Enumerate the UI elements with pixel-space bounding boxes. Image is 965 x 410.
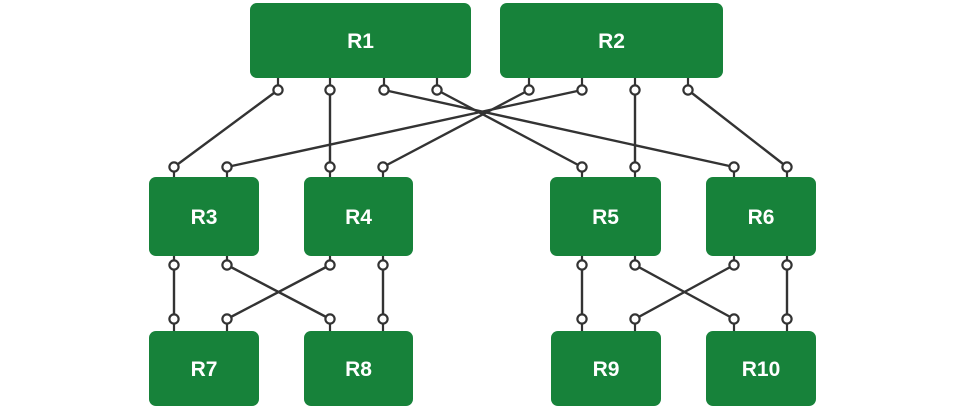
port-circle-r5-13	[629, 161, 641, 173]
node-r7	[149, 331, 259, 406]
node-r8	[304, 331, 413, 406]
port-circle-r6-14	[728, 161, 740, 173]
node-label-r1: R1	[347, 30, 374, 53]
port-circle-r5-20	[576, 259, 588, 271]
port-circle-r6-15	[781, 161, 793, 173]
link-r1-r6	[383, 88, 735, 169]
port-circle-r5-12	[576, 161, 588, 173]
port-circle-r7-25	[221, 313, 233, 325]
node-r1	[250, 3, 471, 78]
port-circle-r1-1	[324, 84, 336, 96]
node-label-r2: R2	[598, 30, 625, 53]
port-circle-r4-11	[377, 161, 389, 173]
port-circle-r2-6	[629, 84, 641, 96]
port-circle-r7-24	[168, 313, 180, 325]
node-r4	[304, 177, 413, 256]
port-circle-r3-8	[168, 161, 180, 173]
port-circle-r10-30	[728, 313, 740, 325]
node-r9	[551, 331, 661, 406]
port-circle-r8-26	[324, 313, 336, 325]
port-circle-r5-21	[629, 259, 641, 271]
link-r2-r4	[382, 88, 530, 169]
link-r4-r7	[226, 263, 331, 321]
port-circle-r2-5	[576, 84, 588, 96]
node-label-r3: R3	[191, 206, 218, 229]
link-r6-r9	[634, 263, 735, 321]
node-label-r4: R4	[345, 206, 372, 229]
link-r2-r3	[226, 88, 583, 169]
port-circle-r4-18	[324, 259, 336, 271]
port-circle-r1-0	[272, 84, 284, 96]
node-label-r6: R6	[748, 206, 775, 229]
port-circle-r9-28	[576, 313, 588, 325]
node-label-r9: R9	[593, 358, 620, 381]
port-circle-r1-3	[431, 84, 443, 96]
node-r2	[500, 3, 723, 78]
node-label-r8: R8	[345, 358, 372, 381]
node-r10	[706, 331, 816, 406]
port-circle-r8-27	[377, 313, 389, 325]
port-circle-r3-17	[221, 259, 233, 271]
node-label-r5: R5	[592, 206, 619, 229]
port-circle-r4-19	[377, 259, 389, 271]
port-circle-r2-7	[682, 84, 694, 96]
port-circle-r3-16	[168, 259, 180, 271]
port-circle-r6-22	[728, 259, 740, 271]
port-circle-r10-31	[781, 313, 793, 325]
port-circle-r2-4	[523, 84, 535, 96]
node-label-r7: R7	[191, 358, 218, 381]
port-circle-r3-9	[221, 161, 233, 173]
port-circle-r4-10	[324, 161, 336, 173]
node-r5	[550, 177, 661, 256]
port-circle-r1-2	[378, 84, 390, 96]
port-circle-r9-29	[629, 313, 641, 325]
link-r1-r5	[436, 88, 583, 169]
port-circle-r6-23	[781, 259, 793, 271]
link-r1-r3	[173, 89, 279, 168]
link-r2-r6	[687, 89, 788, 168]
node-label-r10: R10	[742, 358, 781, 381]
node-r3	[149, 177, 259, 256]
node-r6	[706, 177, 816, 256]
